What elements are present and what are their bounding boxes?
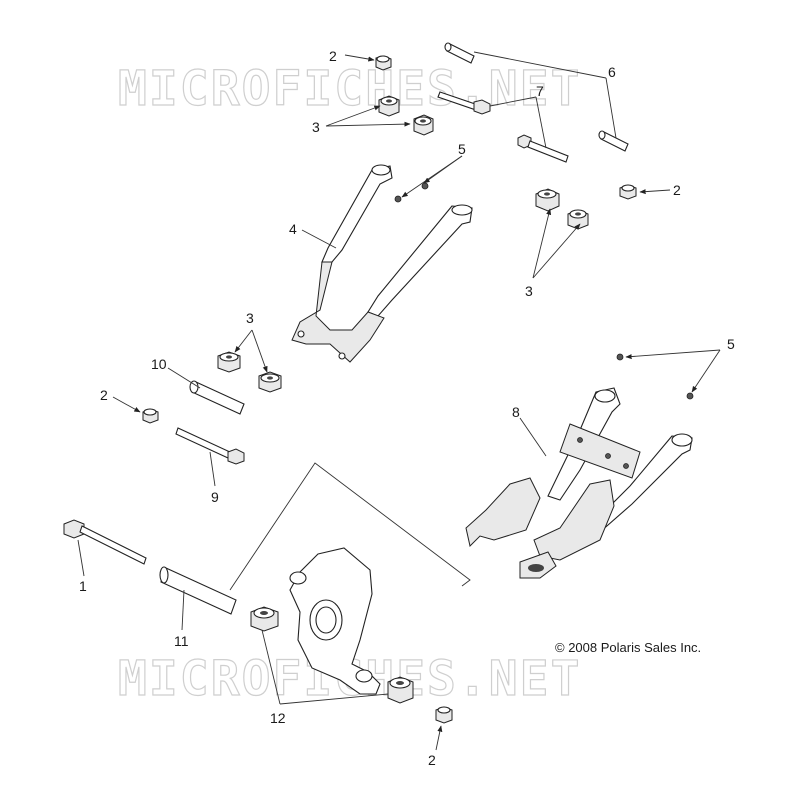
callout-10: 10	[151, 356, 167, 372]
callout-3-right: 3	[525, 283, 533, 299]
lower-swing-arm	[465, 387, 693, 579]
bushing-right-b	[567, 209, 589, 230]
screw-5d	[686, 392, 694, 400]
nut-top	[375, 55, 392, 71]
bushing-left-a	[217, 351, 241, 373]
callout-1: 1	[79, 578, 87, 594]
bushing-right-a	[535, 188, 560, 212]
callout-7: 7	[536, 83, 544, 99]
callout-9: 9	[211, 489, 219, 505]
callout-4: 4	[289, 221, 297, 237]
screw-5b	[394, 195, 402, 203]
callout-2-left: 2	[100, 387, 108, 403]
bushing-top-b	[413, 114, 434, 136]
callout-8: 8	[512, 404, 520, 420]
leader-lines	[77, 51, 721, 751]
bushing-top-a	[378, 95, 400, 117]
nut-right	[619, 184, 637, 200]
callout-2-bottom: 2	[428, 752, 436, 768]
bushing-12b	[387, 676, 414, 704]
tube-10	[189, 380, 245, 415]
callout-12: 12	[270, 710, 286, 726]
callout-5-right: 5	[727, 336, 735, 352]
explode-line	[229, 462, 471, 591]
tube-6b	[598, 130, 629, 152]
nut-left	[142, 408, 159, 424]
callout-2-top: 2	[329, 48, 337, 64]
callout-2-right: 2	[673, 182, 681, 198]
tube-6a	[444, 42, 475, 64]
upper-a-arm	[291, 164, 473, 363]
callout-11: 11	[174, 633, 189, 649]
screw-5c	[616, 353, 624, 361]
long-bolt-1	[63, 519, 147, 565]
bolt-9	[175, 427, 245, 465]
bushing-left-b	[258, 371, 282, 393]
callout-3-top: 3	[312, 119, 320, 135]
bolt-7a	[437, 91, 491, 115]
callout-3-left: 3	[246, 310, 254, 326]
watermark-top: MICROFICHES.NET	[118, 61, 581, 117]
callout-6: 6	[608, 64, 616, 80]
copyright-notice: © 2008 Polaris Sales Inc.	[555, 640, 701, 655]
nut-bottom	[435, 706, 453, 724]
screw-5a	[421, 182, 429, 190]
bushing-12a	[250, 606, 279, 632]
callout-5-top: 5	[458, 141, 466, 157]
bolt-7b	[517, 134, 569, 163]
tube-11	[159, 566, 237, 615]
knuckle	[289, 547, 381, 695]
